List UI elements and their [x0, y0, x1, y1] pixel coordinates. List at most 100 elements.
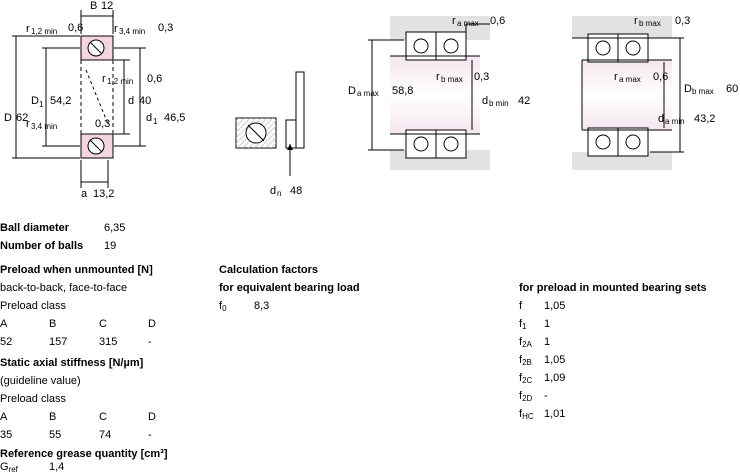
- dim-dn-value: 48: [290, 185, 302, 197]
- number-of-balls-value: 19: [104, 240, 117, 252]
- stiffness-class-a: A: [0, 411, 8, 423]
- dim-r12-value: 0,6: [68, 22, 83, 34]
- dim-ra2-sub: a max: [619, 75, 641, 84]
- dim-rb1-value: 0,3: [474, 71, 489, 83]
- dim-ra2-label: r: [614, 71, 618, 83]
- factor-symbol: f: [519, 300, 523, 312]
- dim-rb2-value: 0,3: [675, 15, 690, 27]
- dim-da-value: 43,2: [694, 113, 715, 125]
- factor-value: 1,01: [544, 408, 566, 420]
- factor-symbol: f: [519, 336, 523, 348]
- grease-label: Gref: [0, 461, 18, 474]
- dim-r34b-label: r: [26, 118, 30, 130]
- dim-d1-sub: 1: [153, 117, 158, 126]
- stiffness-value-c: 74: [99, 429, 112, 441]
- dim-r34-label: r: [114, 23, 118, 35]
- grease-heading: Reference grease quantity [cm³]: [0, 448, 168, 460]
- dim-r12b-value: 0,6: [147, 73, 162, 85]
- factor-label: f1: [519, 318, 527, 331]
- dim-r34-sub: 3,4 min: [119, 27, 145, 36]
- preload-arrangement: back-to-back, face-to-face: [0, 282, 128, 294]
- dim-d1-value: 46,5: [164, 112, 185, 124]
- f0-value: 8,3: [254, 300, 270, 312]
- factor-label: f2A: [519, 336, 532, 349]
- factor-subscript: 2C: [522, 376, 533, 385]
- f0-subscript: 0: [222, 304, 227, 313]
- stiffness-value-b: 55: [49, 429, 62, 441]
- grease-value: 1,4: [49, 461, 65, 473]
- ball-diameter-value: 6,35: [104, 222, 126, 234]
- calc-heading: Calculation factors: [219, 264, 319, 276]
- preload-class-label: Preload class: [0, 300, 67, 312]
- dim-Db-label: D: [684, 83, 692, 95]
- mounting-diagram-housing-shoulder: [390, 16, 490, 170]
- preload-value-a: 52: [0, 336, 13, 348]
- dim-D1-value: 54,2: [50, 95, 71, 107]
- dim-db-label: d: [482, 95, 488, 107]
- dim-rb2-sub: b max: [639, 19, 661, 28]
- dim-ra1-label: r: [452, 15, 456, 27]
- stiffness-value-d: -: [148, 429, 152, 441]
- number-of-balls-label: Number of balls: [0, 240, 84, 252]
- factor-label: f2D: [519, 390, 532, 403]
- dim-dn-sub: n: [277, 189, 281, 198]
- factor-symbol: f: [519, 372, 523, 384]
- grease-subscript: ref: [8, 465, 18, 474]
- dim-Da-value: 58,8: [392, 85, 413, 97]
- dim-r12b-sub: 1,2 min: [107, 77, 133, 86]
- preload-class-c: C: [99, 318, 107, 330]
- grease-symbol: G: [0, 461, 9, 473]
- dim-r34b-sub: 3,4 min: [31, 122, 57, 131]
- dim-B-label: B: [90, 0, 97, 12]
- stiffness-heading: Static axial stiffness [N/µm]: [0, 357, 144, 369]
- dim-D1-sub: 1: [39, 100, 44, 109]
- stiffness-class-c: C: [99, 411, 107, 423]
- factor-value: 1,05: [544, 354, 566, 366]
- dim-ra1-sub: a max: [457, 19, 479, 28]
- preload-class-d: D: [148, 318, 156, 330]
- factor-subscript: 1: [522, 322, 527, 331]
- dim-Db-sub: b max: [692, 87, 714, 96]
- stiffness-note: (guideline value): [0, 375, 81, 387]
- dim-ra2-value: 0,6: [653, 71, 668, 83]
- dim-d1-label: d: [146, 112, 152, 124]
- factor-symbol: f: [519, 318, 523, 330]
- f0-symbol: f: [219, 300, 223, 312]
- dim-r12-label: r: [26, 23, 30, 35]
- dim-D-label: D: [4, 112, 12, 124]
- dim-Da-label: D: [348, 85, 356, 97]
- factor-label: fHC: [519, 408, 534, 421]
- preload-value-d: -: [148, 336, 152, 348]
- dim-Db-value: 60: [726, 83, 738, 95]
- dim-r12-sub: 1,2 min: [31, 27, 57, 36]
- stiffness-class-label: Preload class: [0, 393, 67, 405]
- dim-d-label: d: [128, 95, 134, 107]
- factor-subscript: HC: [522, 412, 534, 421]
- stiffness-value-a: 35: [0, 429, 13, 441]
- factor-value: -: [544, 390, 548, 402]
- factor-label: f2B: [519, 354, 532, 367]
- preload-class-b: B: [49, 318, 57, 330]
- dim-db-sub: b min: [489, 99, 509, 108]
- dim-Da-sub: a max: [357, 89, 379, 98]
- dim-r12b-label: r: [102, 73, 106, 85]
- dim-a-value: 13,2: [93, 188, 114, 200]
- factor-symbol: f: [519, 390, 523, 402]
- dim-dn-label: d: [270, 185, 276, 197]
- factor-value: 1,09: [544, 372, 566, 384]
- preload-heading: Preload when unmounted [N]: [0, 264, 153, 276]
- dim-da-sub: a min: [665, 117, 685, 126]
- dim-ra1-value: 0,6: [490, 15, 505, 27]
- dim-a-label: a: [81, 188, 88, 200]
- ball-diameter-label: Ball diameter: [0, 222, 70, 234]
- bearing-drawings: B 12 r 1,2 min 0,6 r 3,4 min 0,3 D 62 D …: [4, 0, 738, 200]
- dim-r34-value: 0,3: [158, 22, 173, 34]
- factor-symbol: f: [519, 354, 523, 366]
- dim-D1-label: D: [31, 95, 39, 107]
- factor-value: 1,05: [544, 300, 566, 312]
- stiffness-class-d: D: [148, 411, 156, 423]
- factor-label: f: [519, 300, 522, 313]
- f0-label: f0: [219, 300, 227, 313]
- stiffness-class-b: B: [49, 411, 57, 423]
- factor-subscript: 2B: [522, 358, 532, 367]
